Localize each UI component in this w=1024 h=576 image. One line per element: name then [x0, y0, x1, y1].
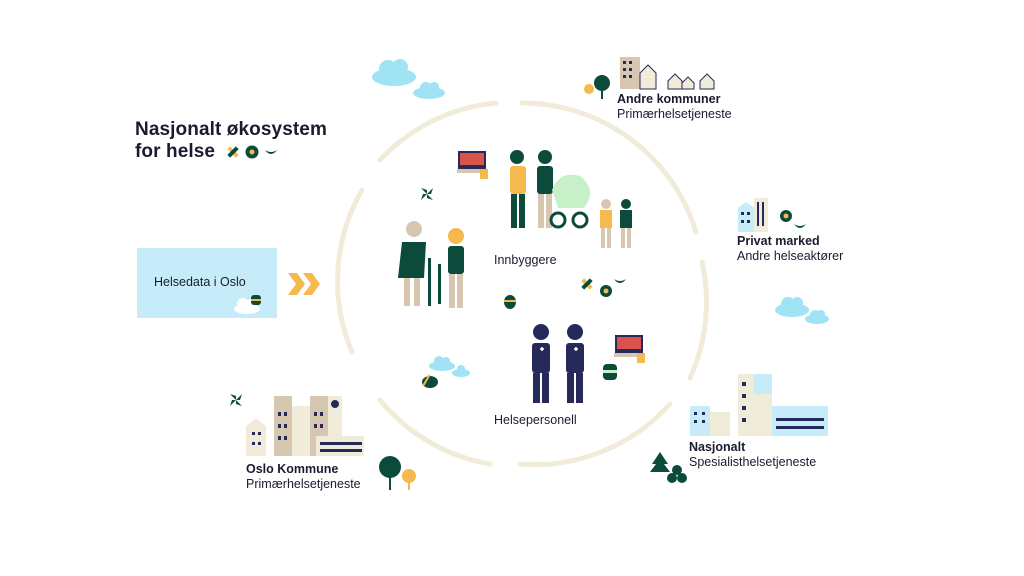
title-line-1: Nasjonalt økosystem — [135, 119, 327, 140]
bee-icon — [504, 295, 516, 309]
trees-icon — [650, 452, 687, 483]
cloud-database-icon — [234, 295, 261, 314]
helsedata-label: Helsedata i Oslo — [154, 275, 246, 289]
node-nasjonalt[interactable]: Nasjonalt Spesialisthelsetjeneste — [689, 440, 816, 470]
children-illustration — [600, 199, 632, 248]
node-oslo-kommune[interactable]: Oslo Kommune Primærhelsetjeneste — [246, 462, 361, 492]
flowers-icon — [581, 278, 626, 297]
privat-marked-illustration — [738, 198, 806, 232]
health-personnel-illustration — [532, 324, 584, 403]
laptop-icon — [614, 335, 645, 363]
elderly-illustration — [398, 221, 464, 308]
database-icon — [603, 364, 617, 380]
flower-cross-icon — [227, 146, 239, 158]
cloud-icon — [775, 297, 809, 317]
cloud-icon — [452, 365, 470, 377]
cloud-icon — [413, 82, 445, 99]
page-title: Nasjonalt økosystem for helse — [135, 119, 327, 163]
node-sub: Primærhelsetjeneste — [617, 107, 732, 121]
nasjonalt-illustration — [690, 374, 828, 436]
trees-icon — [379, 456, 416, 490]
node-name: Privat marked — [737, 234, 820, 248]
parents-illustration — [510, 150, 591, 229]
bee-icon — [422, 374, 438, 388]
node-name: Oslo Kommune — [246, 462, 339, 476]
helsepersonell-label: Helsepersonell — [494, 413, 577, 427]
node-name: Andre kommuner — [617, 92, 721, 106]
title-line-2: for helse — [135, 141, 327, 163]
leaf-icon — [265, 150, 278, 154]
node-sub: Primærhelsetjeneste — [246, 477, 361, 491]
node-andre-kommuner[interactable]: Andre kommuner Primærhelsetjeneste — [617, 92, 732, 122]
node-name: Nasjonalt — [689, 440, 746, 454]
helsedata-box[interactable]: Helsedata i Oslo — [137, 248, 277, 318]
node-sub: Andre helseaktører — [737, 249, 844, 263]
laptop-icon — [457, 151, 488, 179]
double-chevron-right-icon — [288, 273, 320, 295]
node-privat-marked[interactable]: Privat marked Andre helseaktører — [737, 234, 843, 264]
flower-icon — [245, 145, 259, 159]
leaf-cluster-icon — [230, 394, 242, 406]
cloud-icon — [372, 59, 416, 86]
andre-kommuner-illustration — [584, 57, 715, 99]
oslo-kommune-illustration — [246, 396, 364, 456]
leaf-cluster-icon — [421, 188, 433, 200]
innbyggere-label: Innbyggere — [494, 253, 557, 267]
node-sub: Spesialisthelsetjeneste — [689, 455, 817, 469]
cloud-icon — [429, 356, 455, 371]
cloud-icon — [805, 310, 829, 324]
title-icons — [227, 145, 278, 159]
